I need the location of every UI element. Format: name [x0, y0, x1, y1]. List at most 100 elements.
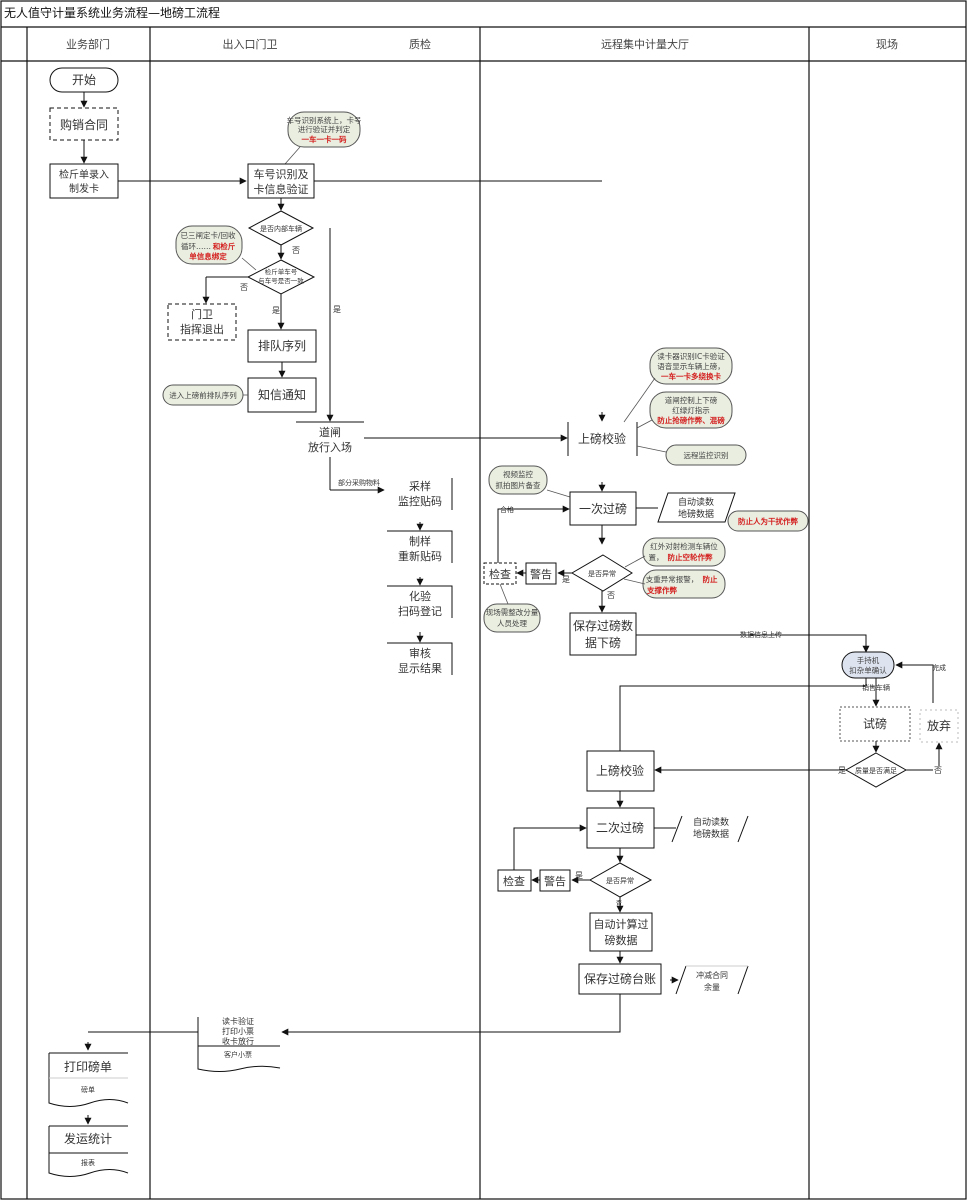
node-text: 放行入场 [308, 440, 352, 454]
node-contract: 购销合同 [49, 107, 119, 141]
node-text: 扫码登记 [398, 604, 442, 618]
node-scale-check-1: 上磅校验 [567, 422, 638, 456]
node-text: 门卫 [191, 307, 213, 321]
node-text: 试磅 [863, 716, 887, 731]
node-text: 支重异常报警， [646, 574, 699, 584]
node-text: 手持机 [857, 655, 880, 665]
node-review: 审核 显示结果 [387, 642, 453, 675]
note-video-capture: 视频监控 抓拍图片备查 [488, 465, 548, 495]
decision-abnormal-1: 是否异常 [571, 554, 633, 592]
node-text: 检查 [503, 874, 525, 888]
node-text: 循环…… [181, 241, 211, 251]
node-text: 二次过磅 [596, 820, 644, 835]
node-text: 显示结果 [398, 662, 442, 675]
node-card-issue: 检斤单录入 制发卡 [49, 163, 119, 199]
label-no: 否 [616, 900, 622, 907]
node-text: 收卡放行 [222, 1036, 254, 1046]
node-text: 自动计算过 [594, 917, 649, 931]
node-text: 视频监控 [503, 469, 533, 479]
node-inspect-1: 检查 [483, 562, 517, 585]
lane-header-site: 现场 [876, 37, 898, 51]
label-no: 否 [240, 283, 248, 292]
note-scale-3: 远程监控识别 [665, 444, 747, 466]
node-text: 防止抢磅作弊、混磅 [657, 415, 725, 425]
node-text: 防止空轮作弊 [668, 552, 713, 562]
node-assay: 化验 扫码登记 [387, 585, 453, 618]
node-text: 一车一卡一码 [302, 134, 347, 144]
decision-is-internal: 是否内部车辆 [247, 210, 315, 246]
node-text: 发运统计 [64, 1131, 112, 1146]
node-text: 红绿灯指示 [672, 405, 710, 415]
node-text: 上磅校验 [578, 431, 626, 446]
lane-header-hall: 远程集中计量大厅 [601, 37, 689, 51]
node-text: 质量是否满足 [855, 766, 897, 775]
label-partial-purchase: 部分采购物料 [338, 478, 380, 487]
node-text: 排队序列 [258, 338, 306, 353]
node-text: 上磅校验 [596, 763, 644, 778]
node-text: 开始 [72, 73, 96, 87]
note-weight-alarm: 支重异常报警， 防止 支撑作弊 [642, 569, 726, 599]
node-text: 磅单 [81, 1085, 95, 1094]
label-yes: 是 [333, 305, 341, 314]
node-text: 地磅数据 [678, 508, 714, 520]
label-no: 否 [934, 766, 942, 775]
node-text: 监控贴码 [398, 494, 442, 508]
label-yes: 是 [838, 766, 846, 775]
node-text: 检斤单录入 [59, 168, 109, 181]
node-text: 是否异常 [606, 876, 634, 885]
node-text: 车号识别系统上，卡号 [287, 115, 362, 125]
node-text: 进入上磅前排队序列 [169, 390, 237, 400]
node-abandon: 放弃 [919, 709, 959, 743]
node-text: 防止人为干扰作弊 [738, 516, 798, 526]
node-text: 是否内部车辆 [260, 224, 302, 233]
node-manual-confirm: 手持机 扣杂单确认 [841, 651, 895, 679]
node-text: 放弃 [927, 718, 951, 733]
note-scale-2: 道闸控制上下磅 红绿灯指示 防止抢磅作弊、混磅 [649, 391, 733, 429]
node-card-receipt: 读卡验证 打印小票 收卡放行 客户小票 [197, 1016, 281, 1072]
node-scale-check-2: 上磅校验 [586, 750, 655, 792]
decision-abnormal-2: 是否异常 [588, 862, 653, 898]
node-sampling: 采样 监控贴码 [398, 478, 453, 510]
diagram-title: 无人值守计量系统业务流程—地磅工流程 [4, 5, 220, 20]
node-text: 打印磅单 [64, 1059, 112, 1074]
node-text: 客户小票 [224, 1050, 252, 1059]
node-warn-2: 警告 [539, 869, 571, 892]
note-infrared: 红外对射检测车辆位 置， 防止空轮作弊 [642, 537, 726, 567]
node-text: 制发卡 [69, 182, 99, 195]
node-text: 保存过磅台账 [584, 971, 656, 986]
node-text: 审核 [409, 646, 431, 660]
node-text: 报表 [81, 1158, 95, 1167]
node-text: 扣杂单确认 [849, 665, 887, 675]
node-text: 地磅数据 [693, 828, 729, 840]
node-text: 打印小票 [222, 1026, 254, 1036]
node-text: 检斤单车号 [265, 267, 298, 276]
node-text: 抓拍图片备查 [496, 480, 541, 490]
node-trial-unload: 试磅 [839, 706, 911, 742]
node-print-slip: 打印磅单 磅单 [48, 1052, 129, 1107]
node-text: 进行验证并判定 [298, 124, 351, 134]
node-text: 自动读数 [678, 496, 714, 508]
node-text: 采样 [409, 479, 431, 493]
node-text: 人员处理 [497, 618, 527, 628]
node-save-weigh: 保存过磅数 据下磅 [569, 612, 637, 656]
node-text: 红外对射检测车辆位 [650, 541, 718, 551]
node-text: 冲减合同 [696, 970, 728, 980]
node-guard-exit: 门卫 指挥退出 [167, 303, 237, 341]
label-pass: 合格 [500, 505, 514, 514]
label-complete: 完成 [932, 663, 946, 672]
node-second-weigh: 二次过磅 [586, 807, 655, 849]
decision-plate-match: 检斤单车号 与车号是否一致 [246, 259, 316, 295]
node-text: 和检斤 [213, 241, 236, 251]
node-text: 自动读数 [693, 816, 729, 828]
node-text: 一车一卡多绕换卡 [661, 371, 721, 381]
lane-header-gate: 出入口门卫 [223, 37, 278, 51]
node-inspect-2: 检查 [497, 869, 532, 892]
node-auto-read-2: 自动读数 地磅数据 [671, 815, 749, 843]
node-start: 开始 [49, 67, 119, 93]
node-text: 语音显示车辆上磅， [657, 361, 725, 371]
node-text: 置， [649, 553, 664, 562]
lane-header-business: 业务部门 [66, 37, 110, 51]
node-sms: 知信通知 [247, 377, 317, 413]
node-text: 制样 [409, 534, 431, 548]
